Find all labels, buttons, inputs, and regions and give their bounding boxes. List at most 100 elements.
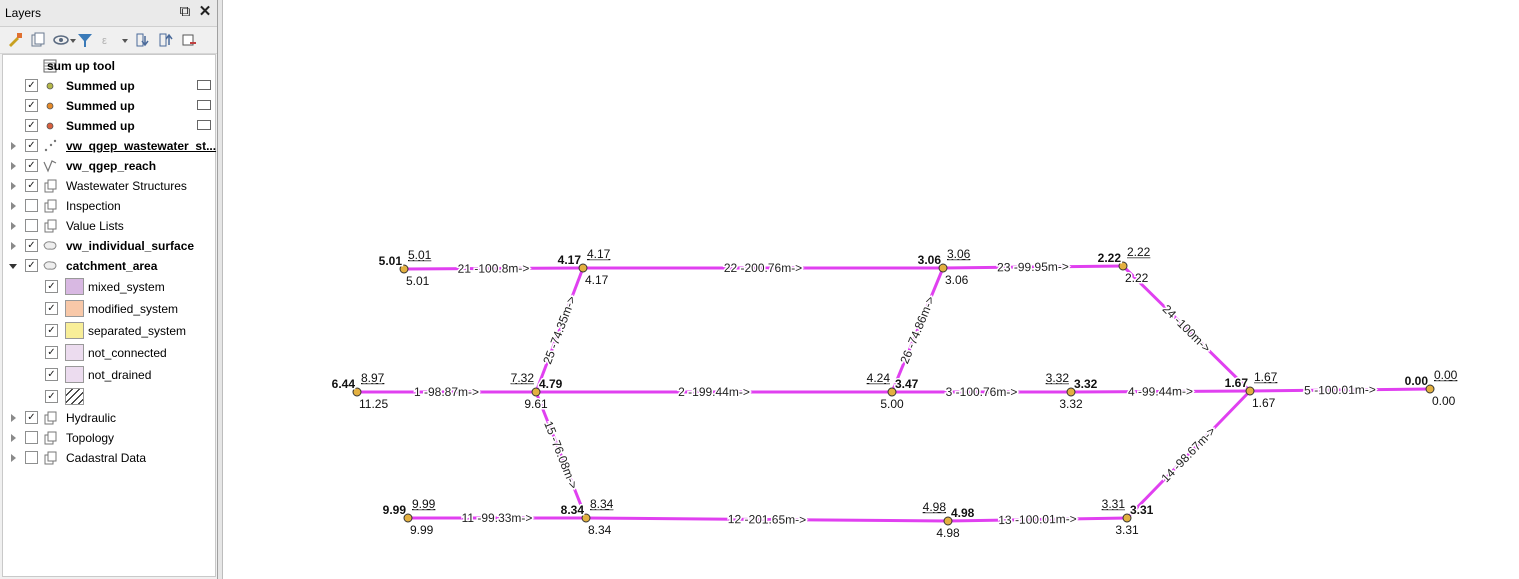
- node-point[interactable]: [578, 263, 588, 273]
- visibility-checkbox[interactable]: ✓: [25, 159, 38, 172]
- layer-item-hatched[interactable]: ✓: [3, 386, 215, 408]
- visibility-checkbox[interactable]: ✓: [25, 79, 38, 92]
- eye-icon[interactable]: [52, 31, 70, 49]
- memory-layer-icon[interactable]: [197, 120, 211, 130]
- map-canvas[interactable]: 21 -100.8m->22 -200.76m->23 -99.95m->24 …: [224, 0, 1519, 579]
- node-label-under: 4.98: [936, 526, 960, 540]
- expand-arrow-icon[interactable]: [11, 434, 16, 442]
- reach-line-r23[interactable]: [942, 264, 1124, 270]
- layer-item-modified-system[interactable]: ✓modified_system: [3, 298, 215, 320]
- node-point[interactable]: [531, 387, 541, 397]
- filter-icon[interactable]: [76, 31, 94, 49]
- node-point[interactable]: [403, 513, 413, 523]
- expand-arrow-icon[interactable]: [11, 182, 16, 190]
- visibility-checkbox[interactable]: ✓: [45, 302, 58, 315]
- memory-layer-icon[interactable]: [197, 100, 211, 110]
- visibility-checkbox[interactable]: ✓: [25, 179, 38, 192]
- layer-item-catchment-area[interactable]: ✓ catchment_area: [3, 256, 215, 276]
- reach-line-r12[interactable]: [585, 516, 949, 523]
- close-panel-icon[interactable]: ✕: [198, 3, 212, 20]
- layer-item-hydraulic[interactable]: ✓ Hydraulic: [3, 408, 215, 428]
- node-label-under: 0.00: [1432, 394, 1456, 408]
- visibility-checkbox[interactable]: ✓: [25, 411, 38, 424]
- visibility-checkbox[interactable]: [25, 451, 38, 464]
- visibility-checkbox[interactable]: [25, 219, 38, 232]
- add-group-icon[interactable]: [29, 31, 47, 49]
- expand-arrow-icon[interactable]: [11, 242, 16, 250]
- filter-dropdown-arrow-icon[interactable]: [122, 39, 128, 43]
- expand-arrow-icon[interactable]: [11, 162, 16, 170]
- expand-arrow-icon[interactable]: [11, 222, 16, 230]
- reach-line-r5[interactable]: [1249, 387, 1431, 393]
- node-point[interactable]: [1425, 384, 1435, 394]
- visibility-checkbox[interactable]: ✓: [45, 324, 58, 337]
- expand-arrow-icon[interactable]: [11, 202, 16, 210]
- reach-line-r4[interactable]: [1070, 389, 1251, 394]
- expand-all-icon[interactable]: [134, 31, 152, 49]
- reach-line-r13[interactable]: [947, 516, 1128, 523]
- paint-brush-icon[interactable]: [6, 31, 24, 49]
- expand-arrow-icon[interactable]: [11, 142, 16, 150]
- expand-arrow-icon[interactable]: [11, 454, 16, 462]
- filter-expression-icon[interactable]: ε: [100, 31, 118, 49]
- reach-label: 22 -200.76m->: [724, 261, 802, 275]
- panel-splitter[interactable]: [218, 0, 223, 579]
- layer-item-sum-up-tool[interactable]: sum up tool: [3, 56, 215, 76]
- node-point[interactable]: [1245, 386, 1255, 396]
- reach-line-r25[interactable]: [534, 267, 585, 393]
- node-point[interactable]: [352, 387, 362, 397]
- node-point[interactable]: [1066, 387, 1076, 397]
- node-label-under: 3.06: [945, 273, 969, 287]
- layer-item-vw-qgep-reach[interactable]: ✓vw_qgep_reach: [3, 156, 215, 176]
- expand-arrow-icon[interactable]: [11, 414, 16, 422]
- reach-line-r26[interactable]: [890, 267, 945, 393]
- layer-item-topology[interactable]: Topology: [3, 428, 215, 448]
- visibility-checkbox[interactable]: ✓: [25, 259, 38, 272]
- layer-item-vw-individual-surface[interactable]: ✓vw_individual_surface: [3, 236, 215, 256]
- reach-line-r14[interactable]: [1125, 389, 1252, 520]
- node-point[interactable]: [887, 387, 897, 397]
- layer-item-inspection[interactable]: Inspection: [3, 196, 215, 216]
- layer-item-mixed-system[interactable]: ✓mixed_system: [3, 276, 215, 298]
- collapse-arrow-icon[interactable]: [9, 264, 17, 269]
- layer-item-wastewater-structures[interactable]: ✓Wastewater Structures: [3, 176, 215, 196]
- layer-item-summed-up-1[interactable]: ✓Summed up: [3, 76, 215, 96]
- collapse-all-icon[interactable]: [157, 31, 175, 49]
- reach-line-r24[interactable]: [1121, 264, 1252, 393]
- node-point[interactable]: [1122, 513, 1132, 523]
- reach-line-r21[interactable]: [403, 266, 584, 271]
- visibility-checkbox[interactable]: ✓: [45, 390, 58, 403]
- layer-item-vw-qgep-wastewater[interactable]: ✓vw_qgep_wastewater_st...: [3, 136, 216, 156]
- float-panel-icon[interactable]: ⧉: [179, 3, 191, 20]
- visibility-checkbox[interactable]: ✓: [25, 139, 38, 152]
- visibility-checkbox[interactable]: ✓: [25, 99, 38, 112]
- layer-item-separated-system[interactable]: ✓separated_system: [3, 320, 215, 342]
- node-point[interactable]: [943, 516, 953, 526]
- node-label-bold: 5.01: [379, 254, 403, 268]
- node-point[interactable]: [1118, 261, 1128, 271]
- visibility-checkbox[interactable]: ✓: [45, 368, 58, 381]
- memory-layer-icon[interactable]: [197, 80, 211, 90]
- node-point[interactable]: [938, 263, 948, 273]
- layer-item-cadastral-data[interactable]: Cadastral Data: [3, 448, 215, 468]
- layer-item-summed-up-2[interactable]: ✓Summed up: [3, 96, 215, 116]
- visibility-checkbox[interactable]: ✓: [25, 239, 38, 252]
- visibility-checkbox[interactable]: [25, 199, 38, 212]
- reach-line-r15[interactable]: [534, 391, 588, 519]
- remove-layer-icon[interactable]: [180, 31, 198, 49]
- layer-item-summed-up-3[interactable]: ✓Summed up: [3, 116, 215, 136]
- visibility-checkbox[interactable]: [25, 431, 38, 444]
- visibility-checkbox[interactable]: ✓: [45, 280, 58, 293]
- visibility-dropdown-arrow-icon[interactable]: [70, 39, 76, 43]
- layer-label: Hydraulic: [66, 411, 117, 425]
- visibility-checkbox[interactable]: ✓: [25, 119, 38, 132]
- layer-label: catchment_area: [66, 259, 158, 273]
- node-label-bold: 2.22: [1098, 251, 1122, 265]
- layer-item-value-lists[interactable]: Value Lists: [3, 216, 215, 236]
- node-point[interactable]: [581, 513, 591, 523]
- visibility-checkbox[interactable]: ✓: [45, 346, 58, 359]
- node-point[interactable]: [399, 264, 409, 274]
- layer-item-not-drained[interactable]: ✓not_drained: [3, 364, 215, 386]
- layer-item-not-connected[interactable]: ✓not_connected: [3, 342, 215, 364]
- reach-label: 15 -76.08m->: [541, 419, 580, 491]
